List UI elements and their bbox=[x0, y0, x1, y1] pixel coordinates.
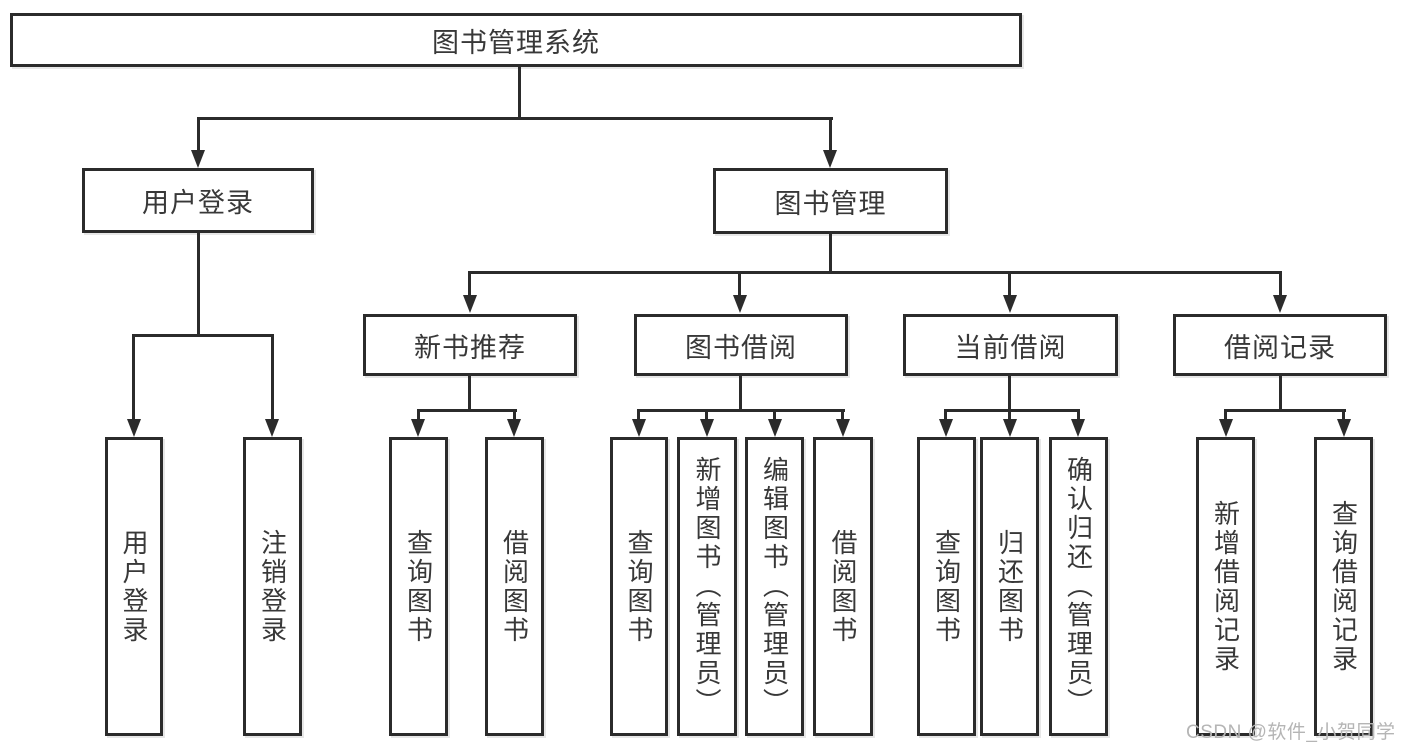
connector-vline bbox=[1077, 409, 1080, 421]
connector-vline bbox=[738, 271, 741, 298]
connector-hline bbox=[417, 409, 517, 412]
connector-hline bbox=[132, 334, 274, 337]
connector-hline bbox=[1224, 409, 1346, 412]
connector-arrowhead bbox=[1337, 419, 1351, 437]
connector-arrowhead bbox=[939, 419, 953, 437]
connector-vline bbox=[1008, 271, 1011, 298]
connector-arrowhead bbox=[733, 295, 747, 313]
connector-vline bbox=[468, 271, 471, 298]
connector-vline bbox=[468, 376, 471, 412]
leaf-add-books-admin-label: 新增图书（管理员） bbox=[692, 456, 722, 717]
connector-arrowhead bbox=[191, 150, 205, 168]
node-library-system-label: 图书管理系统 bbox=[432, 27, 600, 58]
node-current-borrow-label: 当前借阅 bbox=[954, 332, 1067, 363]
leaf-query-books-borrow: 查询图书 bbox=[610, 437, 668, 736]
connector-vline bbox=[829, 234, 832, 274]
leaf-borrow-books-recommend-label: 借阅图书 bbox=[499, 528, 530, 645]
connector-arrowhead bbox=[836, 419, 850, 437]
leaf-return-books-label: 归还图书 bbox=[994, 528, 1025, 645]
leaf-query-books-borrow-label: 查询图书 bbox=[624, 528, 654, 645]
connector-vline bbox=[417, 409, 420, 421]
leaf-add-borrow-record: 新增借阅记录 bbox=[1196, 437, 1255, 736]
leaf-edit-books-admin: 编辑图书（管理员） bbox=[745, 437, 804, 736]
connector-hline bbox=[944, 409, 1080, 412]
leaf-query-books-recommend-label: 查询图书 bbox=[403, 528, 434, 645]
leaf-borrow-books-label: 借阅图书 bbox=[828, 528, 858, 645]
leaf-query-books-recommend: 查询图书 bbox=[389, 437, 448, 736]
leaf-user-login: 用户登录 bbox=[105, 437, 163, 736]
connector-arrowhead bbox=[1219, 419, 1233, 437]
connector-arrowhead bbox=[768, 419, 782, 437]
connector-vline bbox=[1008, 376, 1011, 412]
leaf-logout-label: 注销登录 bbox=[257, 528, 288, 645]
leaf-logout: 注销登录 bbox=[243, 437, 302, 736]
node-book-management-label: 图书管理 bbox=[774, 188, 887, 219]
leaf-query-books-current: 查询图书 bbox=[917, 437, 976, 736]
leaf-add-books-admin: 新增图书（管理员） bbox=[677, 437, 737, 736]
connector-vline bbox=[1342, 409, 1345, 421]
connector-vline bbox=[1279, 376, 1282, 412]
connector-hline bbox=[468, 271, 1282, 274]
node-user-login-label: 用户登录 bbox=[142, 188, 254, 218]
leaf-query-books-current-label: 查询图书 bbox=[931, 528, 962, 645]
connector-arrowhead bbox=[463, 295, 477, 313]
connector-vline bbox=[1008, 409, 1011, 421]
connector-vline bbox=[705, 409, 708, 421]
connector-hline bbox=[197, 117, 833, 120]
leaf-edit-books-admin-label: 编辑图书（管理员） bbox=[759, 456, 790, 717]
leaf-confirm-return-admin: 确认归还（管理员） bbox=[1049, 437, 1108, 736]
connector-arrowhead bbox=[632, 419, 646, 437]
leaf-borrow-books: 借阅图书 bbox=[813, 437, 873, 736]
connector-vline bbox=[1279, 271, 1282, 298]
connector-vline bbox=[944, 409, 947, 421]
connector-vline bbox=[829, 117, 832, 152]
connector-vline bbox=[739, 376, 742, 412]
connector-vline bbox=[197, 117, 200, 152]
node-borrow-records-label: 借阅记录 bbox=[1224, 332, 1336, 363]
connector-vline bbox=[271, 334, 274, 421]
leaf-confirm-return-admin-label: 确认归还（管理员） bbox=[1063, 456, 1094, 717]
node-library-system: 图书管理系统 bbox=[10, 13, 1022, 67]
node-book-borrow-label: 图书借阅 bbox=[685, 332, 797, 363]
connector-arrowhead bbox=[823, 150, 837, 168]
node-new-book-recommend: 新书推荐 bbox=[363, 314, 577, 376]
leaf-query-borrow-record: 查询借阅记录 bbox=[1314, 437, 1373, 736]
leaf-user-login-label: 用户登录 bbox=[119, 528, 149, 645]
node-new-book-recommend-label: 新书推荐 bbox=[414, 332, 526, 363]
leaf-add-borrow-record-label: 新增借阅记录 bbox=[1210, 499, 1241, 674]
connector-arrowhead bbox=[700, 419, 714, 437]
leaf-return-books: 归还图书 bbox=[980, 437, 1039, 736]
connector-vline bbox=[773, 409, 776, 421]
leaf-query-borrow-record-label: 查询借阅记录 bbox=[1328, 499, 1359, 674]
connector-hline bbox=[637, 409, 845, 412]
node-book-management: 图书管理 bbox=[713, 168, 948, 234]
node-book-borrow: 图书借阅 bbox=[634, 314, 848, 376]
connector-vline bbox=[841, 409, 844, 421]
connector-vline bbox=[1224, 409, 1227, 421]
node-user-login: 用户登录 bbox=[82, 168, 314, 233]
connector-arrowhead bbox=[1003, 419, 1017, 437]
connector-vline bbox=[197, 233, 200, 337]
connector-vline bbox=[518, 67, 521, 119]
leaf-borrow-books-recommend: 借阅图书 bbox=[485, 437, 544, 736]
connector-arrowhead bbox=[265, 419, 279, 437]
connector-vline bbox=[513, 409, 516, 421]
connector-vline bbox=[637, 409, 640, 421]
connector-arrowhead bbox=[127, 419, 141, 437]
connector-vline bbox=[132, 334, 135, 421]
node-borrow-records: 借阅记录 bbox=[1173, 314, 1387, 376]
csdn-watermark: CSDN @软件_小贺同学 bbox=[1186, 722, 1396, 743]
connector-arrowhead bbox=[507, 419, 521, 437]
connector-arrowhead bbox=[1071, 419, 1085, 437]
connector-arrowhead bbox=[1003, 295, 1017, 313]
connector-arrowhead bbox=[411, 419, 425, 437]
connector-arrowhead bbox=[1273, 295, 1287, 313]
node-current-borrow: 当前借阅 bbox=[903, 314, 1118, 376]
